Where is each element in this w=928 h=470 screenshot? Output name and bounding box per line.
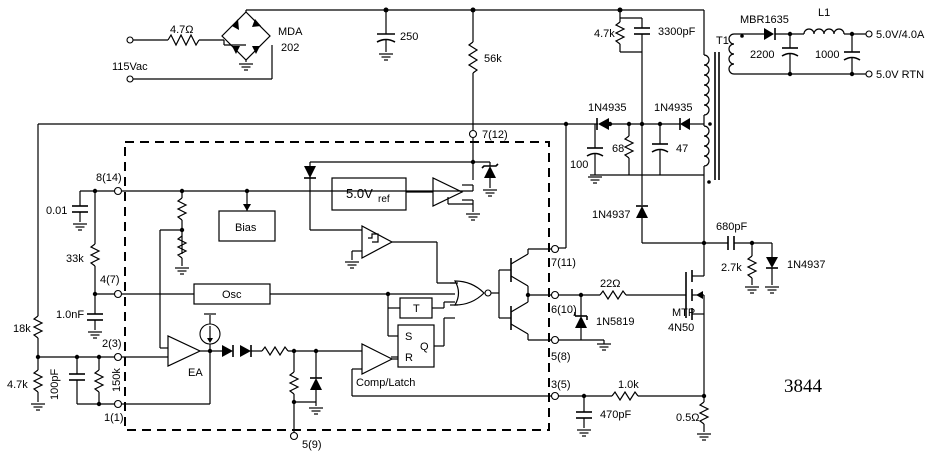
cap-470-label: 470pF — [600, 409, 631, 421]
r-22-label: 22Ω — [600, 278, 620, 290]
cap-2200-label: 2200 — [750, 49, 774, 61]
r-05-label: 0.5Ω — [676, 412, 700, 424]
latch-s-label: S — [405, 331, 412, 343]
vref-block — [331, 177, 407, 211]
ea-label: EA — [188, 367, 203, 379]
nor-gate — [453, 280, 485, 306]
r-18k-label: 18k — [13, 323, 31, 335]
pin-1-label: 1(1) — [104, 412, 124, 424]
ic-pins — [113, 129, 560, 441]
comp-label: Comp/Latch — [356, 377, 415, 389]
ic-internals — [122, 138, 551, 432]
d-1n4937-a-label: 1N4937 — [592, 209, 631, 221]
pin-6-label: 6(10) — [551, 304, 577, 316]
mbr-label: MBR1635 — [740, 14, 789, 26]
cap-1000-label: 1000 — [815, 49, 839, 61]
latch-r-label: R — [405, 352, 413, 364]
chip-id-label: 3844 — [784, 376, 823, 397]
bias-label: Bias — [235, 222, 257, 234]
out-v-label: 5.0V/4.0A — [876, 29, 925, 41]
r-150k-label: 150k — [111, 368, 123, 392]
bridge-label: MDA — [278, 26, 303, 38]
pin-7-label: 7(12) — [482, 129, 508, 141]
cap-100-label: 100 — [570, 159, 588, 171]
pin-5-label: 5(8) — [551, 351, 571, 363]
pin-7b-label: 7(11) — [551, 257, 576, 269]
cap-001-label: 0.01 — [46, 205, 67, 217]
vref-label: 5.0V — [346, 186, 373, 201]
cap-680-label: 680pF — [716, 221, 747, 233]
latch-q-label: Q — [420, 341, 429, 353]
rin-label: 4.7Ω — [170, 24, 194, 36]
aux-supply — [38, 118, 704, 249]
pwm-comparator — [361, 343, 394, 375]
cap-1nf-label: 1.0nF — [56, 309, 84, 321]
cap-250-label: 250 — [400, 31, 418, 43]
pin-4-label: 4(7) — [100, 274, 120, 286]
output-section — [734, 28, 873, 78]
r-1k-label: 1.0k — [618, 379, 639, 391]
transformer-t1 — [703, 33, 744, 205]
power-stage — [558, 205, 780, 441]
mosfet-a-label: MTP — [672, 307, 695, 319]
vref-sub-label: ref — [378, 194, 390, 205]
pin-5b-label: 5(9) — [302, 439, 322, 451]
r-27k-label: 2.7k — [721, 262, 742, 274]
r56k-label: 56k — [484, 53, 502, 65]
out-rtn-label: 5.0V RTN — [876, 69, 924, 81]
r-47k-bot-label: 4.7k — [7, 379, 28, 391]
r47k-top-label: 4.7k — [594, 28, 615, 40]
sense-resistor — [698, 401, 710, 425]
bias-block — [218, 210, 276, 242]
d-1n4935-b-label: 1N4935 — [654, 102, 693, 114]
bridge-rectifier — [221, 11, 271, 61]
r-33k-label: 33k — [66, 253, 84, 265]
left-network — [30, 124, 114, 411]
d-1n4935-a-label: 1N4935 — [588, 102, 627, 114]
ac-input-section — [126, 7, 705, 205]
latch-block — [397, 324, 435, 368]
inductor-l1 — [803, 28, 845, 35]
pin-3-label: 3(5) — [551, 379, 571, 391]
cap-100pf-label: 100pF — [49, 369, 61, 400]
d-1n5819-label: 1N5819 — [596, 316, 635, 328]
d-1n4937-b-label: 1N4937 — [787, 259, 826, 271]
osc-label: Osc — [222, 289, 242, 301]
t1-label: T1 — [716, 35, 729, 47]
r-68-label: 68 — [612, 143, 624, 155]
pin-8-label: 8(14) — [96, 172, 122, 184]
cap-3300-label: 3300pF — [658, 26, 696, 38]
error-amp — [167, 335, 202, 367]
bridge-num-label: 202 — [281, 42, 299, 54]
vac-label: 115Vac — [112, 61, 148, 73]
cap-47-label: 47 — [676, 143, 688, 155]
pin-2-label: 2(3) — [102, 338, 122, 350]
resistor-56k — [467, 41, 479, 74]
labels: 115Vac 4.7Ω MDA 202 250 56k 4.7k 3300pF … — [7, 7, 925, 451]
latch-t-label: T — [413, 303, 420, 315]
ic-boundary — [124, 141, 550, 431]
input-resistor — [167, 33, 200, 47]
l1-label: L1 — [818, 7, 830, 19]
mosfet-b-label: 4N50 — [668, 322, 694, 334]
